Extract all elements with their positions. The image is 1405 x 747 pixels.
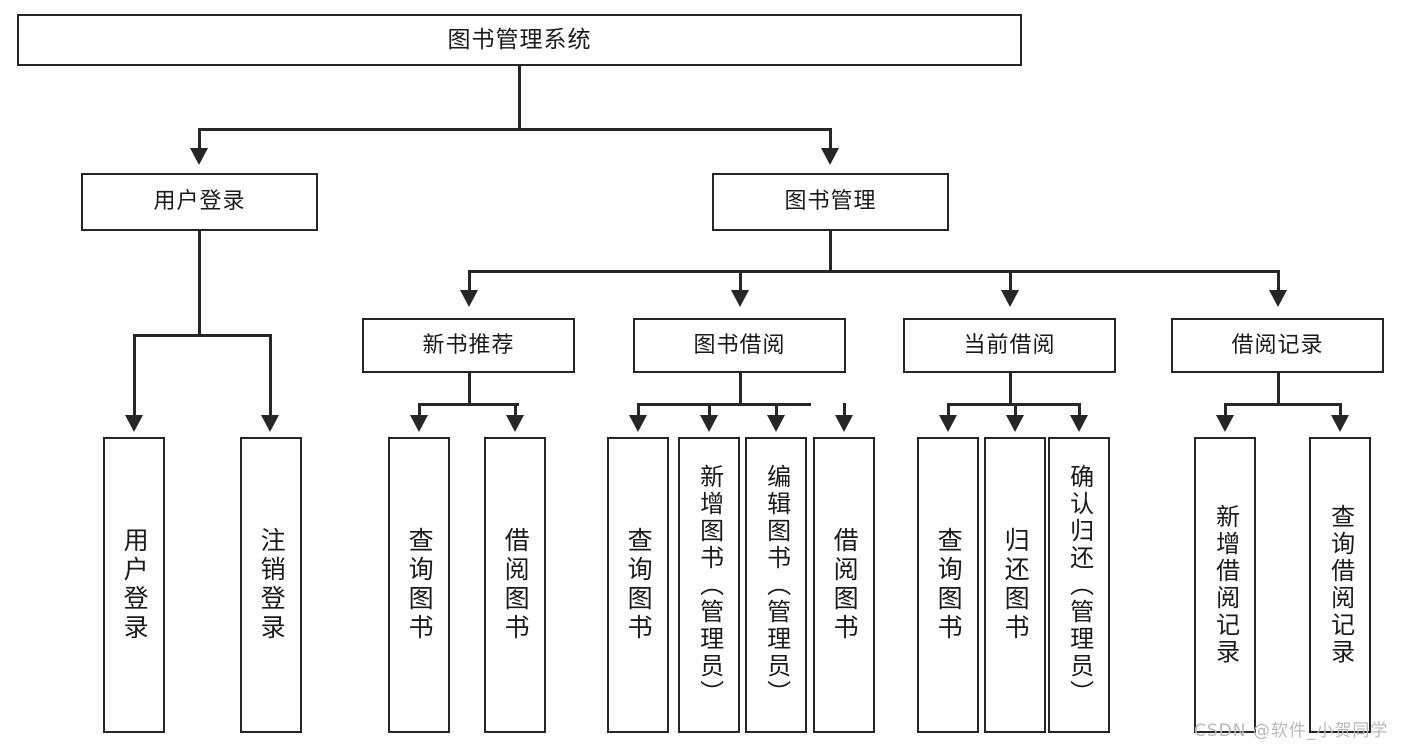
node-label: 查询图书: [624, 527, 654, 643]
connector-root-bus: [198, 128, 832, 131]
arrowhead-to-leaf-borrow-book-2: [835, 415, 853, 432]
connector-bm-drop-4: [1277, 270, 1280, 292]
arrowhead-to-borrow-record: [1269, 290, 1287, 307]
leaf-add-book[interactable]: 新增图书（管理员）: [678, 437, 740, 733]
connector-cb-drop-3: [1078, 403, 1081, 417]
leaf-logout-login[interactable]: 注销登录: [240, 437, 302, 733]
arrowhead-root-to-book-management: [821, 148, 839, 165]
leaf-query-book-3[interactable]: 查询图书: [917, 437, 979, 733]
node-label: 借阅图书: [501, 527, 531, 643]
connector-cb-drop-2: [1014, 403, 1017, 417]
connector-user-login-trunk: [198, 231, 201, 337]
csdn-watermark: CSDN @软件_小贺同学: [1194, 721, 1389, 741]
node-label: 确认归还（管理员）: [1065, 463, 1094, 707]
arrowhead-to-new-book-recommend: [460, 290, 478, 307]
node-label: 注销登录: [257, 527, 287, 643]
connector-user-login-drop-2: [269, 334, 272, 417]
node-label: 新书推荐: [422, 332, 515, 358]
leaf-query-book-2[interactable]: 查询图书: [607, 437, 669, 733]
node-label: 图书管理系统: [447, 26, 592, 53]
arrowhead-to-current-borrow: [1001, 290, 1019, 307]
node-label: 图书借阅: [693, 332, 786, 358]
connector-nbr-trunk: [468, 373, 471, 406]
node-book-borrow[interactable]: 图书借阅: [633, 318, 846, 373]
connector-br-drop-1: [1224, 403, 1227, 417]
arrowhead-to-leaf-borrow-book-1: [506, 415, 524, 432]
node-label: 归还图书: [1001, 527, 1031, 643]
leaf-borrow-book-1[interactable]: 借阅图书: [484, 437, 546, 733]
connector-book-management-bus: [468, 270, 1280, 273]
connector-root-drop-1: [198, 128, 201, 150]
node-label: 图书管理: [784, 189, 877, 215]
leaf-query-book-1[interactable]: 查询图书: [388, 437, 450, 733]
leaf-borrow-book-2[interactable]: 借阅图书: [813, 437, 875, 733]
connector-br-trunk: [1277, 373, 1280, 406]
leaf-user-login[interactable]: 用户登录: [103, 437, 165, 733]
arrowhead-to-leaf-confirm-return: [1070, 415, 1088, 432]
connector-bm-drop-3: [1009, 270, 1012, 292]
connector-bb-drop-3: [775, 403, 778, 417]
connector-cb-drop-1: [947, 403, 950, 417]
arrowhead-to-leaf-edit-book: [767, 415, 785, 432]
arrowhead-to-leaf-logout-login: [261, 415, 279, 432]
node-label: 当前借阅: [963, 332, 1056, 358]
node-label: 借阅图书: [830, 527, 860, 643]
connector-root-trunk: [518, 66, 521, 130]
node-label: 新增借阅记录: [1211, 504, 1240, 666]
node-borrow-record[interactable]: 借阅记录: [1171, 318, 1384, 373]
arrowhead-to-leaf-query-book-3: [939, 415, 957, 432]
connector-bb-drop-2: [708, 403, 711, 417]
leaf-confirm-return[interactable]: 确认归还（管理员）: [1048, 437, 1110, 733]
node-label: 新增图书（管理员）: [695, 463, 724, 707]
connector-nbr-bus: [418, 403, 519, 406]
connector-book-management-trunk: [829, 231, 832, 273]
connector-bm-drop-2: [739, 270, 742, 292]
node-label: 查询借阅记录: [1326, 504, 1355, 666]
node-label: 借阅记录: [1231, 332, 1324, 358]
leaf-return-book[interactable]: 归还图书: [984, 437, 1046, 733]
arrowhead-to-leaf-query-book-1: [410, 415, 428, 432]
node-root-book-management-system[interactable]: 图书管理系统: [17, 14, 1022, 66]
leaf-query-record[interactable]: 查询借阅记录: [1309, 437, 1371, 733]
node-label: 查询图书: [405, 527, 435, 643]
node-current-borrow[interactable]: 当前借阅: [903, 318, 1116, 373]
leaf-edit-book[interactable]: 编辑图书（管理员）: [745, 437, 807, 733]
arrowhead-to-leaf-user-login: [125, 415, 143, 432]
connector-bb-drop-1: [637, 403, 640, 417]
node-book-management[interactable]: 图书管理: [712, 173, 949, 231]
node-label: 查询图书: [934, 527, 964, 643]
connector-bb-drop-4: [843, 403, 846, 417]
arrowhead-to-book-borrow: [731, 290, 749, 307]
connector-br-drop-2: [1339, 403, 1342, 417]
arrowhead-to-leaf-add-record: [1216, 415, 1234, 432]
arrowhead-to-leaf-query-record: [1331, 415, 1349, 432]
node-label: 用户登录: [153, 189, 246, 215]
connector-user-login-bus: [133, 334, 269, 337]
arrowhead-to-leaf-return-book: [1006, 415, 1024, 432]
node-user-login[interactable]: 用户登录: [81, 173, 318, 231]
connector-bb-trunk: [739, 373, 742, 406]
leaf-add-record[interactable]: 新增借阅记录: [1194, 437, 1256, 733]
connector-root-drop-2: [829, 128, 832, 150]
connector-nbr-drop-1: [418, 403, 421, 417]
arrowhead-root-to-user-login: [190, 148, 208, 165]
connector-bb-bus: [637, 403, 811, 406]
node-label: 编辑图书（管理员）: [762, 463, 791, 707]
connector-br-bus: [1224, 403, 1342, 406]
arrowhead-to-leaf-query-book-2: [629, 415, 647, 432]
connector-nbr-drop-2: [514, 403, 517, 417]
connector-user-login-drop-1: [133, 334, 136, 417]
connector-bm-drop-1: [468, 270, 471, 292]
arrowhead-to-leaf-add-book: [700, 415, 718, 432]
connector-cb-trunk: [1009, 373, 1012, 406]
node-label: 用户登录: [120, 527, 150, 643]
node-new-book-recommend[interactable]: 新书推荐: [362, 318, 575, 373]
